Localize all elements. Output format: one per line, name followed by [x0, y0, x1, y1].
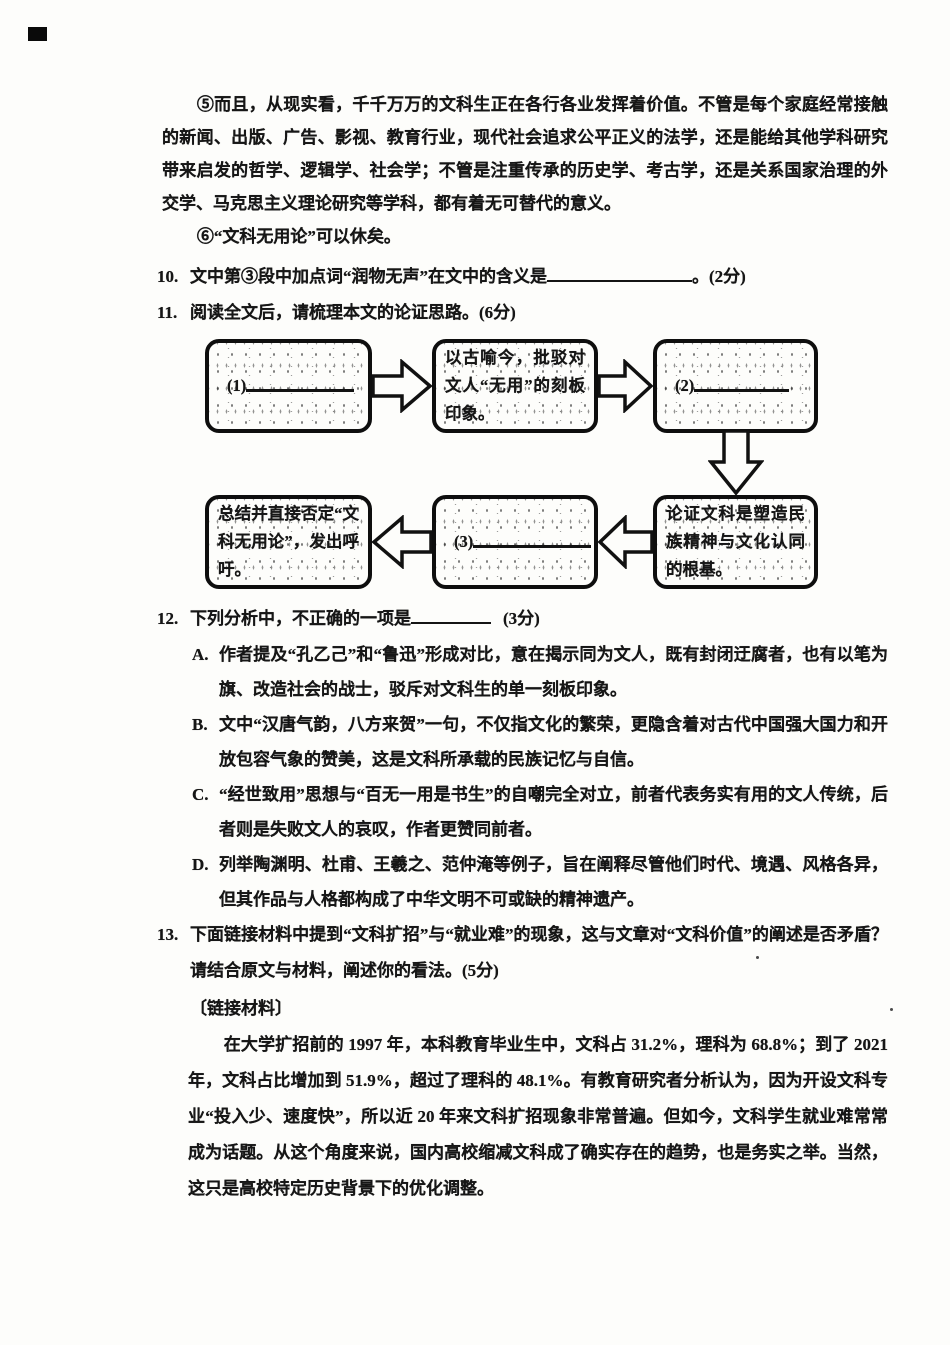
- question-11: 11. 阅读全文后，请梳理本文的论证思路。(6分): [157, 295, 888, 331]
- answer-blank: [411, 611, 491, 624]
- question-text-after-blank: 。(2分): [692, 267, 746, 286]
- question-number: 12.: [157, 609, 179, 628]
- option-row-c: C. “经世致用”思想与“百无一用是书生”的自嘲完全对立，前者代表务实有用的文人…: [192, 777, 888, 847]
- flow-box-3: (2): [653, 339, 818, 433]
- passage-block: ⑤而且，从现实看，千千万万的文科生正在各行各业发挥着价值。不管是每个家庭经常接触…: [162, 88, 888, 253]
- scan-speck: [756, 956, 759, 959]
- question-text-before-blank: 下列分析中，不正确的一项是: [190, 609, 411, 628]
- material-text: 在大学扩招前的 1997 年，本科教育毕业生中，文科占 31.2%，理科为 68…: [188, 1035, 888, 1198]
- passage-paragraph-5: ⑤而且，从现实看，千千万万的文科生正在各行各业发挥着价值。不管是每个家庭经常接触…: [162, 95, 888, 213]
- question-text: 文中第③段中加点词“润物无声”在文中的含义是 。(2分): [190, 259, 888, 295]
- flow-box-text: 以古喻今，批驳对文人“无用”的刻板印象。: [445, 348, 585, 423]
- flow-arrow-right-icon: [372, 339, 432, 433]
- option-label: B.: [192, 715, 208, 734]
- material-heading: 〔链接材料〕: [190, 999, 292, 1018]
- question-text: 下列分析中，不正确的一项是 (3分): [190, 601, 888, 637]
- registration-mark: [28, 27, 47, 41]
- blank-label: (1): [227, 376, 247, 395]
- flow-box-2: 以古喻今，批驳对文人“无用”的刻板印象。: [432, 339, 598, 433]
- option-row-b: B. 文中“汉唐气韵，八方来贺”一句，不仅指文化的繁荣，更隐含着对古代中国强大国…: [192, 707, 888, 777]
- option-text: “经世致用”思想与“百无一用是书生”的自嘲完全对立，前者代表务实有用的文人传统，…: [219, 785, 888, 839]
- blank-label: (3): [454, 532, 474, 551]
- option-row-d: D. 列举陶渊明、杜甫、王羲之、范仲淹等例子，旨在阐释尽管他们时代、境遇、风格各…: [192, 847, 888, 917]
- question-number: 11.: [157, 303, 178, 322]
- option-label: A.: [192, 645, 209, 664]
- answer-blank: [547, 269, 692, 282]
- blank-label: (2): [675, 376, 695, 395]
- question-13: 13. 下面链接材料中提到“文科扩招”与“就业难”的现象，这与文章对“文科价值”…: [157, 917, 888, 989]
- question-number: 13.: [157, 925, 179, 944]
- option-label: C.: [192, 785, 209, 804]
- option-text: 作者提及“孔乙己”和“鲁迅”形成对比，意在揭示同为文人，既有封闭迂腐者，也有以笔…: [219, 645, 888, 699]
- answer-blank: [246, 380, 355, 392]
- flow-box-1: (1): [205, 339, 372, 433]
- question-text: 阅读全文后，请梳理本文的论证思路。(6分): [190, 303, 516, 322]
- scan-speck: [890, 1008, 893, 1011]
- argument-flowchart: (1) 以古喻今，批驳对文人“无用”的刻板印象。 (2) 总结并直接否定“文科无…: [205, 339, 818, 589]
- option-text: 文中“汉唐气韵，八方来贺”一句，不仅指文化的繁荣，更隐含着对古代中国强大国力和开…: [219, 715, 888, 769]
- flow-arrow-down-icon: [653, 431, 818, 495]
- passage-paragraph-6: ⑥“文科无用论”可以休矣。: [196, 227, 401, 246]
- question-12: 12. 下列分析中，不正确的一项是 (3分): [157, 601, 888, 637]
- option-label: D.: [192, 855, 209, 874]
- question-text-after-blank: (3分): [503, 609, 540, 628]
- answer-blank: [473, 536, 592, 548]
- question-number: 10.: [157, 267, 179, 286]
- flow-arrow-left-icon: [372, 495, 432, 589]
- question-text-before-blank: 文中第③段中加点词“润物无声”在文中的含义是: [190, 267, 547, 286]
- question-10: 10. 文中第③段中加点词“润物无声”在文中的含义是 。(2分): [157, 259, 888, 295]
- option-text: 列举陶渊明、杜甫、王羲之、范仲淹等例子，旨在阐释尽管他们时代、境遇、风格各异，但…: [219, 855, 888, 909]
- flow-box-text: 总结并直接否定“文科无用论”，发出呼吁。: [218, 504, 359, 579]
- question-text: 下面链接材料中提到“文科扩招”与“就业难”的现象，这与文章对“文科价值”的阐述是…: [190, 925, 888, 980]
- flow-box-text: 论证文科是塑造民族精神与文化认同的根基。: [666, 504, 805, 579]
- flow-arrow-right-icon: [598, 339, 653, 433]
- flow-arrow-left-icon: [598, 495, 653, 589]
- flow-box-5: (3): [432, 495, 598, 589]
- flow-box-4: 论证文科是塑造民族精神与文化认同的根基。: [653, 495, 818, 589]
- flow-box-6: 总结并直接否定“文科无用论”，发出呼吁。: [205, 495, 372, 589]
- option-row-a: A. 作者提及“孔乙己”和“鲁迅”形成对比，意在揭示同为文人，既有封闭迂腐者，也…: [192, 637, 888, 707]
- answer-blank: [694, 380, 790, 392]
